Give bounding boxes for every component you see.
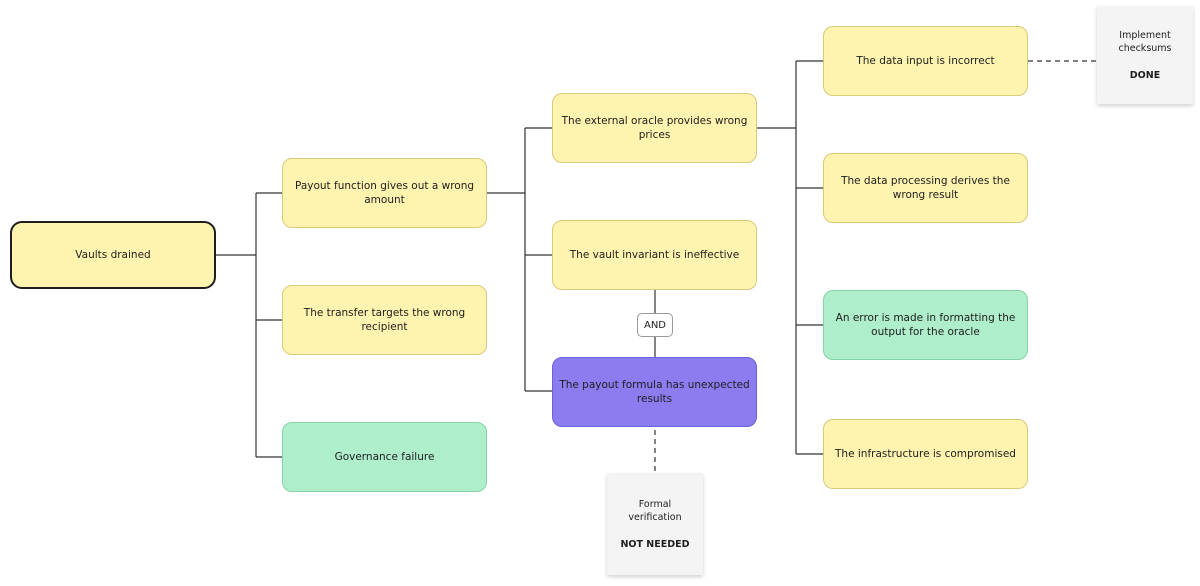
node-payout-formula[interactable]: The payout formula has unexpected result…	[552, 357, 757, 427]
note-formal-verification-text: Formal verification	[628, 498, 682, 523]
node-governance-failure[interactable]: Governance failure	[282, 422, 487, 492]
node-transfer-wrong-recipient[interactable]: The transfer targets the wrong recipient	[282, 285, 487, 355]
node-vault-invariant[interactable]: The vault invariant is ineffective	[552, 220, 757, 290]
node-data-input[interactable]: The data input is incorrect	[823, 26, 1028, 96]
node-infrastructure[interactable]: The infrastructure is compromised	[823, 419, 1028, 489]
note-checksums-status: DONE	[1129, 69, 1161, 81]
node-payout-function[interactable]: Payout function gives out a wrong amount	[282, 158, 487, 228]
node-external-oracle[interactable]: The external oracle provides wrong price…	[552, 93, 757, 163]
note-implement-checksums[interactable]: Implement checksums DONE	[1097, 6, 1193, 104]
note-checksums-text: Implement checksums	[1118, 29, 1172, 54]
node-vaults-drained[interactable]: Vaults drained	[10, 221, 216, 289]
note-formal-verification-status: NOT NEEDED	[620, 538, 690, 550]
and-gate[interactable]: AND	[637, 313, 673, 337]
note-formal-verification[interactable]: Formal verification NOT NEEDED	[607, 473, 703, 575]
node-data-processing[interactable]: The data processing derives the wrong re…	[823, 153, 1028, 223]
node-formatting-error[interactable]: An error is made in formatting the outpu…	[823, 290, 1028, 360]
